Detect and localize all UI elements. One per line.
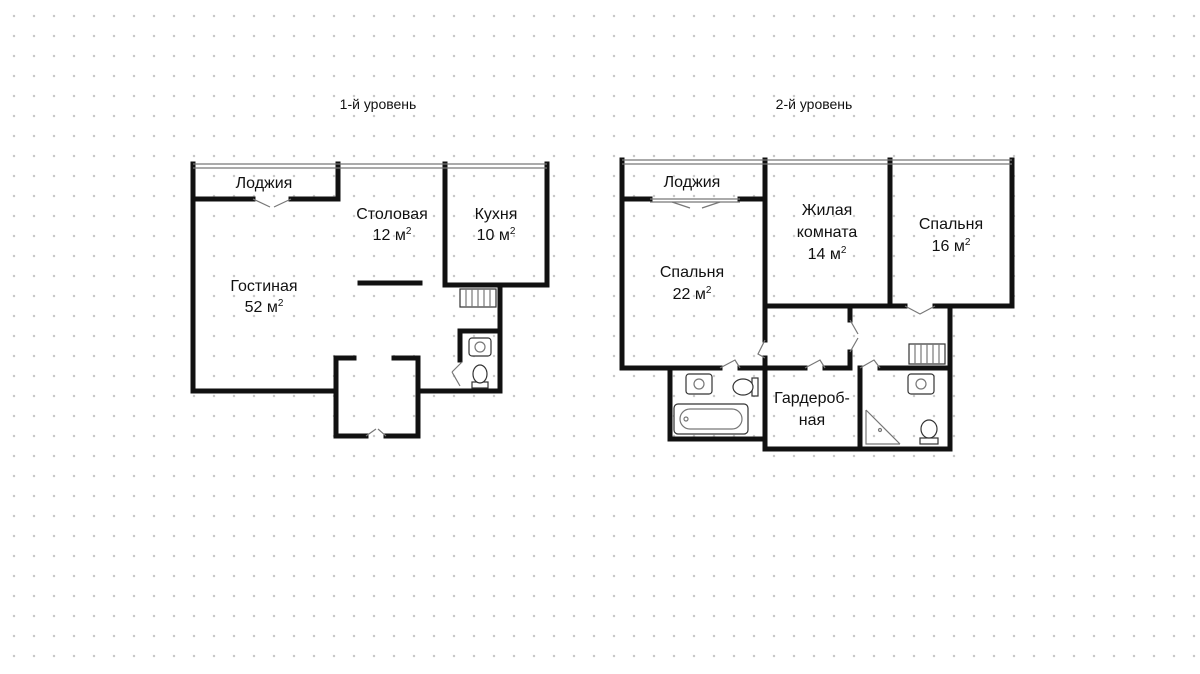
level-1-walls	[190, 161, 550, 439]
room-bedroom-16-area: 16 м2	[932, 237, 971, 255]
level-2-sink-icon	[685, 373, 713, 395]
room-living-area: 52 м2	[245, 298, 284, 316]
level-2-labels: Лоджия Жилая комната 14 м2 Спальня 16 м2…	[660, 174, 983, 429]
room-bedroom-16-name: Спальня	[919, 216, 983, 233]
level-1-stairs-icon	[459, 288, 497, 308]
level-1-sink-icon	[468, 337, 492, 357]
room-kitchen-area: 10 м2	[477, 226, 516, 244]
level-2-stairs-icon	[908, 343, 946, 365]
room-loggia-1-name: Лоджия	[236, 175, 293, 192]
room-bedroom-22-name: Спальня	[660, 264, 724, 281]
level-2-doors	[671, 201, 936, 369]
room-wardrobe-name-line2: ная	[799, 412, 825, 429]
room-wardrobe-name-line1: Гардероб-	[774, 390, 850, 407]
room-bedroom-22-area: 22 м2	[673, 285, 712, 303]
bathtub-icon	[673, 403, 749, 435]
level-1-doors	[252, 198, 463, 437]
level-2-title: 2-й уровень	[776, 96, 853, 112]
room-kitchen-name: Кухня	[475, 206, 518, 223]
level-1: 1-й уровень	[190, 96, 550, 439]
level-1-labels: Лоджия Столовая 12 м2 Кухня 10 м2 Гостин…	[230, 175, 517, 316]
room-living-name: Гостиная	[230, 278, 297, 295]
level-1-toilet-icon	[471, 364, 489, 389]
level-2: 2-й уровень	[619, 96, 1015, 452]
level-2-glazing	[622, 159, 1012, 203]
level-2-walls	[619, 157, 1015, 452]
room-dining-name: Столовая	[356, 206, 428, 223]
level-2-sink-icon-2	[907, 373, 935, 395]
level-2-toilet-icon-2	[919, 419, 939, 445]
shower-icon	[865, 409, 901, 445]
level-2-toilet-icon	[732, 377, 759, 397]
room-living-2-area: 14 м2	[808, 245, 847, 263]
room-dining-area: 12 м2	[373, 226, 412, 244]
level-1-glazing	[193, 163, 547, 169]
room-living-2-name-line2: комната	[797, 224, 858, 241]
room-living-2-name-line1: Жилая	[802, 202, 853, 219]
room-loggia-2-name: Лоджия	[664, 174, 721, 191]
level-1-title: 1-й уровень	[340, 96, 417, 112]
